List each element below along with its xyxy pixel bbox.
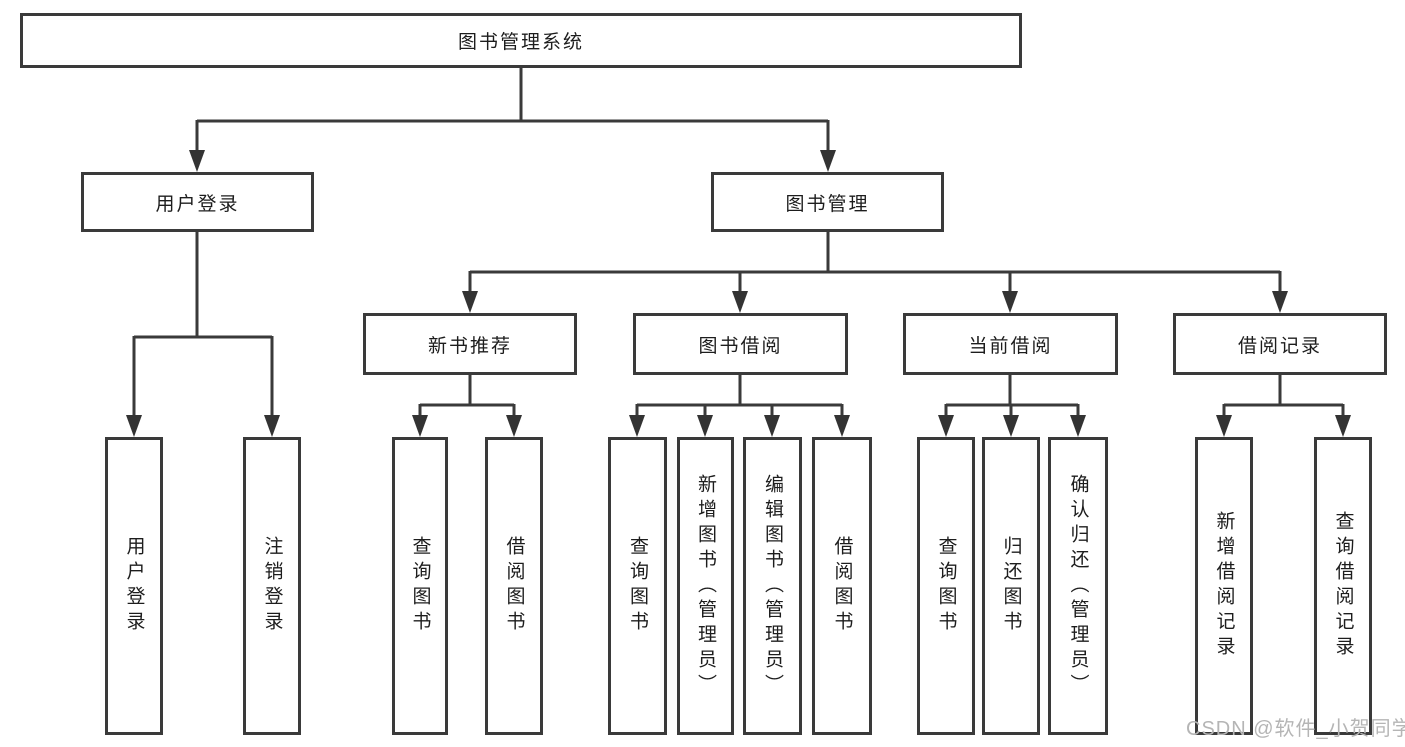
leaf-add-book-admin: 新增图书（管理员） — [677, 437, 734, 735]
leaf-borrow-books-borrowing-label: 借阅图书 — [831, 536, 853, 636]
node-root-system: 图书管理系统 — [20, 13, 1022, 68]
leaf-user-login-label: 用户登录 — [123, 536, 145, 636]
leaf-query-books-recommend-label: 查询图书 — [409, 536, 431, 636]
leaf-add-borrow-record: 新增借阅记录 — [1195, 437, 1253, 735]
leaf-add-book-admin-label: 新增图书（管理员） — [695, 473, 716, 699]
csdn-watermark: CSDN @软件_小贺同学 — [1186, 718, 1405, 740]
node-new-book-recommend: 新书推荐 — [363, 313, 577, 375]
leaf-query-borrow-record: 查询借阅记录 — [1314, 437, 1372, 735]
leaf-confirm-return-admin: 确认归还（管理员） — [1048, 437, 1108, 735]
leaf-query-books-current: 查询图书 — [917, 437, 975, 735]
leaf-borrow-books-recommend-label: 借阅图书 — [503, 536, 525, 636]
leaf-query-borrow-record-label: 查询借阅记录 — [1332, 511, 1354, 661]
leaf-query-books-recommend: 查询图书 — [392, 437, 448, 735]
leaf-confirm-return-admin-label: 确认归还（管理员） — [1067, 473, 1089, 699]
leaf-edit-book-admin: 编辑图书（管理员） — [743, 437, 802, 735]
node-book-management: 图书管理 — [711, 172, 944, 232]
leaf-user-login: 用户登录 — [105, 437, 163, 735]
arrowhead-icons — [126, 150, 1351, 437]
node-user-login: 用户登录 — [81, 172, 314, 232]
leaf-return-book: 归还图书 — [982, 437, 1040, 735]
leaf-return-book-label: 归还图书 — [1000, 536, 1022, 636]
leaf-query-books-current-label: 查询图书 — [935, 536, 957, 636]
leaf-logout: 注销登录 — [243, 437, 301, 735]
leaf-query-books-borrowing-label: 查询图书 — [627, 536, 648, 636]
leaf-query-books-borrowing: 查询图书 — [608, 437, 667, 735]
leaf-borrow-books-recommend: 借阅图书 — [485, 437, 543, 735]
leaf-borrow-books-borrowing: 借阅图书 — [812, 437, 872, 735]
leaf-edit-book-admin-label: 编辑图书（管理员） — [762, 473, 783, 699]
node-borrow-records: 借阅记录 — [1173, 313, 1387, 375]
node-current-borrowing: 当前借阅 — [903, 313, 1118, 375]
leaf-logout-label: 注销登录 — [261, 536, 283, 636]
leaf-add-borrow-record-label: 新增借阅记录 — [1213, 511, 1235, 661]
node-book-borrowing: 图书借阅 — [633, 313, 848, 375]
